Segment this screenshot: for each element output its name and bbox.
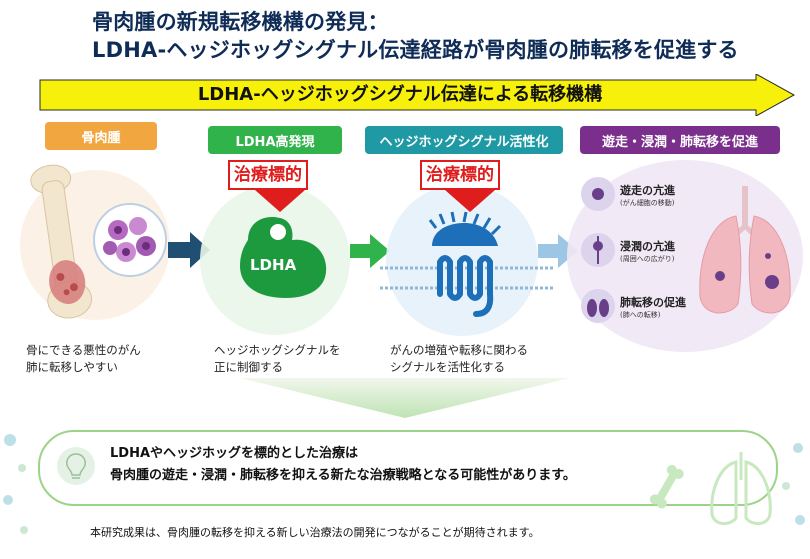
metastasis-item-3-title: 肺転移の促進: [620, 296, 686, 309]
stage1-caption-line2: 肺に転移しやすい: [26, 360, 118, 374]
banner-text: LDHA-ヘッジホッグシグナル伝達による転移機構: [197, 84, 603, 105]
stage-label-hedgehog: ヘッジホッグシグナル活性化: [365, 126, 563, 154]
metastasis-item-1: 遊走の亢進 (がん細胞の移動): [620, 182, 675, 208]
stage2-caption: ヘッジホッグシグナルを 正に制御する: [214, 342, 341, 376]
title-line-2: LDHA-ヘッジホッグシグナル伝達経路が骨肉腫の肺転移を促進する: [92, 38, 739, 62]
ldha-down-arrow: [255, 190, 305, 212]
down-funnel-arrow: [240, 378, 570, 418]
stage2-caption-line2: 正に制御する: [214, 360, 283, 374]
stage1-caption: 骨にできる悪性のがん 肺に転移しやすい: [26, 342, 141, 376]
hedgehog-receptor-illustration: [380, 211, 555, 317]
metastasis-item-1-sub: (がん細胞の移動): [620, 199, 675, 207]
lightbulb-icon: [57, 447, 95, 485]
conclusion-box: [38, 430, 778, 506]
metastasis-item-2: 浸潤の亢進 (周囲への広がり): [620, 238, 675, 264]
stage-label-ldha: LDHA高発現: [208, 126, 342, 154]
stage3-caption: がんの増殖や転移に関わる シグナルを活性化する: [390, 342, 528, 376]
stage-label-metastasis: 遊走・浸潤・肺転移を促進: [580, 126, 780, 154]
ldha-shape-label: LDHA: [250, 256, 297, 274]
lung-illustration: [699, 186, 791, 314]
metastasis-item-2-sub: (周囲への広がり): [620, 255, 675, 263]
lung-small-icon: [581, 289, 615, 323]
metastasis-item-3: 肺転移の促進 (肺への転移): [620, 294, 686, 320]
bone-illustration: [20, 164, 170, 320]
metastasis-item-2-title: 浸潤の亢進: [620, 240, 675, 253]
stage2-caption-line1: ヘッジホッグシグナルを: [214, 343, 341, 357]
metastasis-item-1-title: 遊走の亢進: [620, 184, 675, 197]
metastasis-icons: [581, 177, 615, 323]
hedgehog-down-arrow: [445, 190, 495, 212]
stage3-caption-line1: がんの増殖や転移に関わる: [390, 343, 528, 357]
flow-arrow-2: [350, 234, 390, 268]
ldha-target-label: 治療標的: [228, 160, 308, 190]
decorative-dots: [3, 434, 805, 534]
stage1-caption-line1: 骨にできる悪性のがん: [26, 343, 141, 357]
metastasis-item-3-sub: (肺への転移): [620, 311, 661, 319]
stage-label-osteosarcoma: 骨肉腫: [45, 122, 157, 150]
stage3-caption-line2: シグナルを活性化する: [390, 360, 505, 374]
hedgehog-target-label: 治療標的: [420, 160, 500, 190]
ldha-protein-shape: [240, 216, 327, 298]
banner-arrow: [39, 74, 796, 116]
footer-text: 本研究成果は、骨肉腫の転移を抑える新しい治療法の開発につながることが期待されます…: [90, 526, 540, 539]
flow-arrow-1: [168, 232, 210, 268]
conclusion-line2: 骨肉腫の遊走・浸潤・肺転移を抑える新たな治療戦略となる可能性があります。: [110, 468, 576, 483]
bone-lung-watermark-icon: [649, 452, 772, 525]
conclusion-line1: LDHAやヘッジホッグを標的とした治療は: [110, 446, 359, 461]
title-line-1: 骨肉腫の新規転移機構の発見：: [92, 10, 389, 34]
page-title: 骨肉腫の新規転移機構の発見： LDHA-ヘッジホッグシグナル伝達経路が骨肉腫の肺…: [92, 8, 739, 64]
conclusion-text: LDHAやヘッジホッグを標的とした治療は 骨肉腫の遊走・浸潤・肺転移を抑える新た…: [110, 443, 576, 487]
